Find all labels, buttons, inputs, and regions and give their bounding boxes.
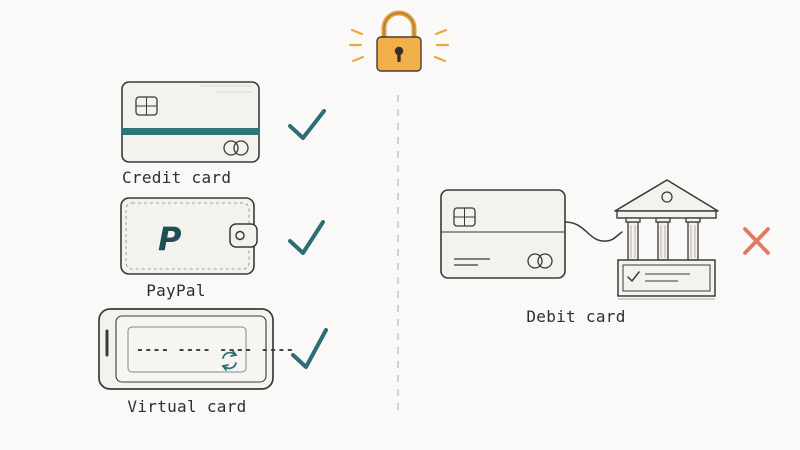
bank-building-icon — [614, 179, 719, 300]
paypal-label: PayPal — [146, 281, 206, 300]
phone-virtual-card-icon — [98, 308, 274, 390]
debit-card-icon — [440, 189, 566, 279]
debit-bank-connector — [564, 221, 623, 242]
virtual-card-checkmark-icon — [291, 328, 328, 369]
credit-card-icon — [121, 81, 260, 163]
paypal-checkmark-icon — [288, 220, 325, 255]
paypal-wallet-icon — [120, 197, 258, 275]
debit-card-label: Debit card — [526, 307, 626, 326]
virtual-card-label: Virtual card — [127, 397, 247, 416]
credit-card-label: Credit card — [122, 168, 232, 187]
debit-card-cross-icon — [743, 227, 770, 255]
credit-card-checkmark-icon — [288, 109, 326, 140]
refresh-icon — [221, 350, 238, 371]
lock-icon — [348, 10, 450, 72]
paypal-logo-glyph: P — [158, 220, 182, 258]
virtual-card-number: ---- ---- ---- ---- — [136, 343, 294, 358]
